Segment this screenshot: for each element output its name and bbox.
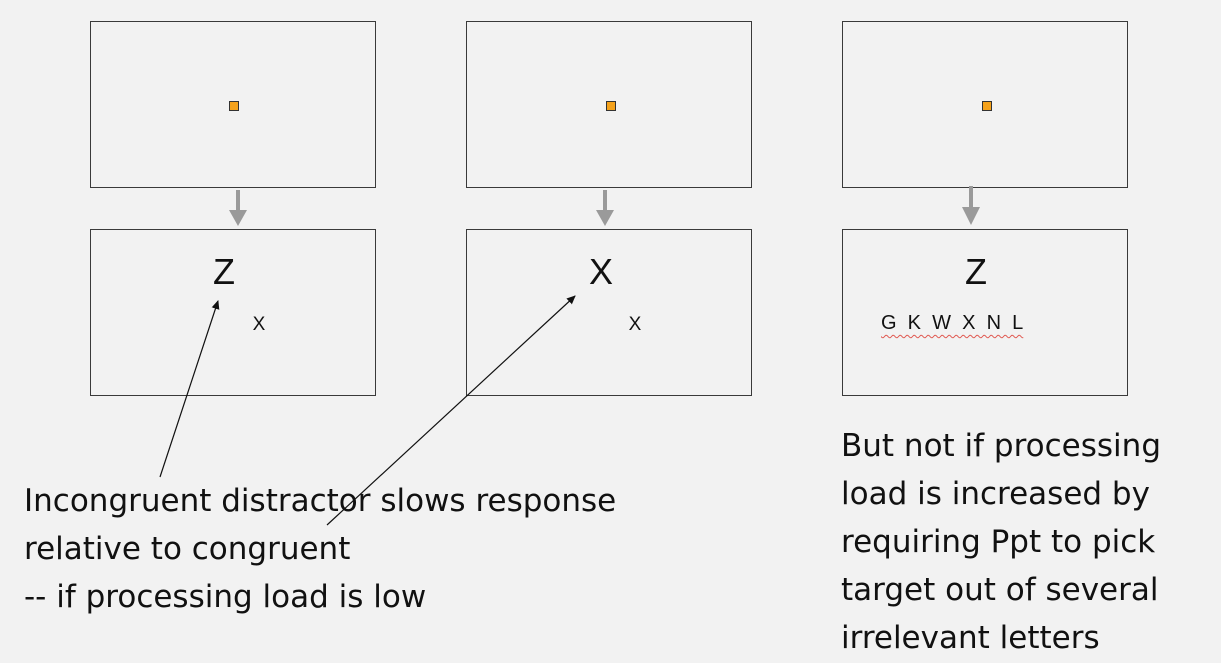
stimulus-frame-2: X X [466,229,752,396]
caption-line: requiring Ppt to pick [841,524,1156,560]
caption-line: target out of several [841,572,1159,608]
fixation-frame-2 [466,21,752,188]
caption-line: relative to congruent [24,531,351,567]
fixation-square [606,101,616,111]
target-letter: Z [213,251,235,292]
caption-line: But not if processing [841,428,1161,464]
down-arrow-1 [229,190,247,226]
stimulus-frame-1: Z X [90,229,376,396]
caption-line: load is increased by [841,476,1150,512]
target-letter: X [588,251,613,292]
caption-line: Incongruent distractor slows response [24,483,617,519]
fixation-frame-1 [90,21,376,188]
fixation-frame-3 [842,21,1128,188]
caption-left: Incongruent distractor slows response re… [24,477,616,621]
distractor-letter: X [252,314,266,335]
distractor-letter: X [628,314,642,335]
caption-right: But not if processing load is increased … [841,422,1161,662]
down-arrow-3 [962,186,980,225]
fixation-square [229,101,239,111]
caption-line: irrelevant letters [841,620,1100,656]
target-letter: Z [965,251,987,292]
caption-line: -- if processing load is low [24,579,427,615]
stimulus-frame-3: Z G K W X N L [842,229,1128,396]
flanker-letters: G K W X N L [881,312,1024,334]
down-arrow-2 [596,190,614,226]
fixation-square [982,101,992,111]
